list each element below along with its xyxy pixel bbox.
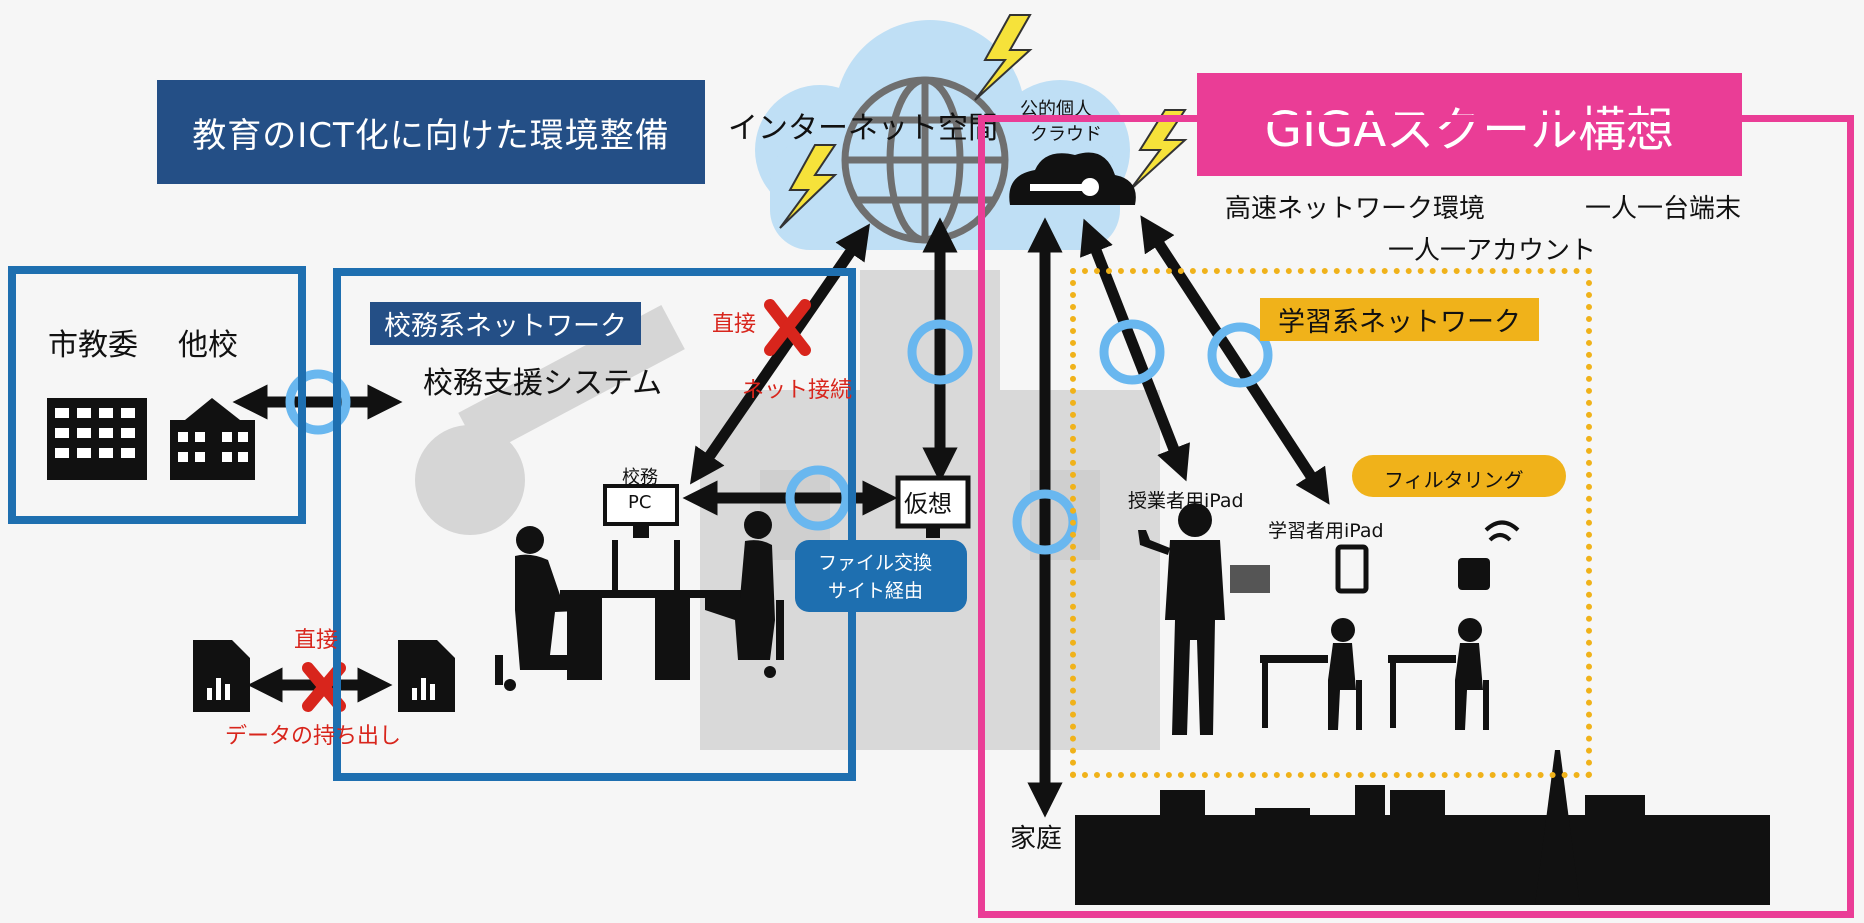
fast-network-label: 高速ネットワーク環境 [1225, 194, 1486, 224]
page-title: 教育のICT化に向けた環境整備 [192, 115, 670, 156]
public-cloud-label-1: 公的個人 [1020, 99, 1092, 120]
cloud-key-icon [1009, 152, 1136, 205]
pc-monitor-icon [603, 484, 679, 538]
file-exchange-line1: ファイル交換 [818, 552, 933, 574]
data-out-line2: データの持ち出し [225, 724, 402, 749]
school-building-icon [170, 398, 255, 480]
internet-label: インターネット空間 [728, 111, 998, 146]
document-chart-icon [193, 640, 455, 712]
learning-network-label: 学習系ネットワーク [1260, 298, 1539, 341]
giga-school-box [978, 115, 1854, 918]
home-label: 家庭 [1010, 824, 1063, 854]
wifi-router-icon [1458, 520, 1520, 590]
giga-title: GIGAスクール構想 [1264, 101, 1675, 158]
file-exchange-line2: サイト経由 [828, 580, 924, 602]
virtual-monitor-icon [895, 475, 971, 538]
office-workers-silhouette [495, 511, 784, 691]
city-skyline [1075, 750, 1770, 905]
learning-network-box [1070, 268, 1592, 778]
other-schools-label: 他校 [178, 328, 238, 363]
pc-label: PC [628, 492, 652, 513]
connection-rings [285, 319, 1273, 555]
board-of-education-label: 市教委 [48, 328, 138, 363]
school-affairs-system-label: 校務支援システム [423, 366, 663, 401]
lightning-icon [779, 14, 1188, 229]
virtual-label: 仮想 [904, 490, 952, 518]
direct-net-line2: ネット接続 [742, 378, 853, 403]
filtering-badge [1352, 455, 1566, 497]
school-affairs-network-box [333, 268, 856, 781]
office-building-icon [47, 398, 147, 480]
school-affairs-network-label: 校務系ネットワーク [370, 302, 641, 345]
teacher-ipad-label: 授業者用iPad [1128, 490, 1244, 512]
student-ipad-label: 学習者用iPad [1268, 520, 1384, 542]
tablet-icon [1335, 544, 1369, 594]
board-other-schools-box [8, 266, 306, 524]
giga-banner: GIGAスクール構想 [1197, 73, 1742, 176]
title-banner: 教育のICT化に向けた環境整備 [157, 80, 705, 184]
one-account-label: 一人一アカウント [1388, 236, 1597, 266]
filtering-label: フィルタリング [1384, 468, 1524, 492]
arrow-cloud-pc [690, 223, 870, 485]
teacher-silhouette [1138, 503, 1270, 735]
public-cloud-label-2: クラウド [1030, 124, 1102, 145]
file-exchange-badge [795, 540, 967, 612]
students-silhouette [1260, 618, 1489, 730]
pc-label-top: 校務 [622, 467, 658, 488]
one-device-label: 一人一台端末 [1585, 194, 1742, 224]
direct-net-line1: 直接 [712, 312, 757, 337]
data-out-line1: 直接 [294, 628, 339, 653]
